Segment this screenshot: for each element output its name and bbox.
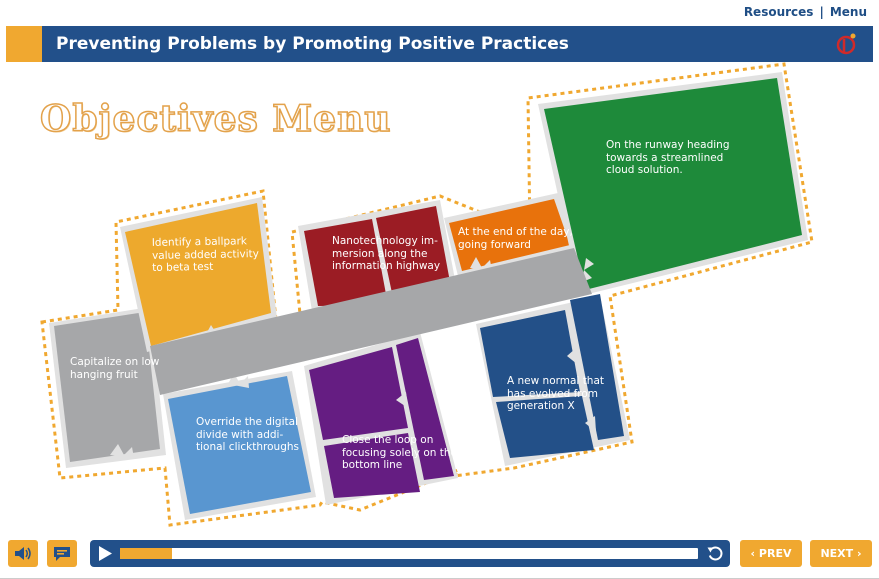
tile-purple[interactable]: [304, 332, 458, 505]
tile-text-green-line: cloud solution.: [606, 164, 683, 176]
tile-text-blue-line: divide with addi-: [196, 428, 284, 441]
transcript-button[interactable]: [47, 540, 77, 567]
tile-text-red-line: Nanotechnology im-: [332, 235, 438, 247]
tile-text-grey-line: hanging fruit: [70, 368, 138, 381]
tile-text-navy[interactable]: A new normal that has evolved from gener…: [507, 375, 604, 413]
link-separator: |: [819, 5, 824, 19]
tile-text-green-line: On the runway heading: [606, 139, 730, 151]
tile-text-yellow-line: value added activity: [151, 247, 260, 262]
tile-text-purple-line: Close the loop on: [342, 434, 434, 446]
objectives-map: [40, 62, 814, 527]
objectives-menu-title: Objectives Menu: [39, 97, 392, 141]
tile-text-blue-line: tional clickthroughs: [196, 441, 299, 453]
tile-text-yellow-line: Identify a ballpark: [151, 235, 248, 249]
replay-icon[interactable]: [707, 545, 724, 562]
tile-text-yellow[interactable]: Identify a ballpark value added activity…: [152, 235, 260, 274]
player-controls: ‹ PREV NEXT ›: [0, 540, 879, 570]
tile-text-blue-line: Override the digital: [196, 416, 298, 428]
speaker-icon: [15, 547, 31, 560]
tile-text-red-line: information highway: [332, 260, 441, 272]
menu-link[interactable]: Menu: [829, 5, 867, 19]
chevron-right-icon: ›: [853, 547, 862, 560]
progress-track[interactable]: [120, 548, 698, 559]
tile-yellow[interactable]: [120, 197, 277, 352]
course-title: Preventing Problems by Promoting Positiv…: [56, 34, 569, 54]
tile-text-navy-line: A new normal that: [507, 375, 605, 387]
tile-text-red[interactable]: Nanotechnology im- mersion along the inf…: [332, 235, 440, 273]
tile-text-green[interactable]: On the runway heading towards a streamli…: [606, 139, 729, 177]
tile-blue[interactable]: [163, 371, 316, 520]
title-accent: [6, 26, 42, 62]
tile-text-grey[interactable]: Capitalize on low hanging fruit: [70, 356, 159, 381]
media-player-bar: [90, 540, 730, 567]
resources-link[interactable]: Resources: [743, 5, 814, 19]
play-icon[interactable]: [98, 546, 112, 561]
title-bar: Preventing Problems by Promoting Positiv…: [6, 26, 873, 62]
prev-button[interactable]: ‹ PREV: [740, 540, 802, 567]
tile-text-orange-line: At the end of the day,: [458, 226, 573, 238]
tile-text-purple-line: focusing solely on the: [342, 446, 457, 459]
tile-text-red-line: mersion along the: [332, 247, 428, 260]
next-label: NEXT: [820, 547, 854, 560]
tile-text-navy-line: has evolved from: [507, 387, 599, 400]
tile-orange[interactable]: [444, 193, 575, 276]
tile-text-purple[interactable]: Close the loop on focusing solely on the…: [342, 434, 457, 472]
tile-text-yellow-line: to beta test: [152, 260, 214, 274]
tile-green[interactable]: [538, 72, 808, 296]
logo-icon: [836, 33, 856, 55]
caption-icon: [54, 547, 70, 561]
prev-label: PREV: [758, 547, 792, 560]
tile-text-purple-line: bottom line: [342, 459, 403, 471]
tile-grey[interactable]: [49, 307, 166, 468]
top-links: Resources | Menu: [744, 5, 867, 19]
tile-navy[interactable]: [476, 294, 630, 466]
tile-text-orange-line: going forward: [458, 238, 531, 251]
corridor-path: [150, 248, 592, 395]
progress-fill: [120, 548, 173, 559]
chevron-left-icon: ‹: [750, 547, 759, 560]
next-button[interactable]: NEXT ›: [810, 540, 872, 567]
tile-text-blue[interactable]: Override the digital divide with addi- t…: [196, 416, 299, 454]
tile-text-orange[interactable]: At the end of the day, going forward: [458, 226, 573, 251]
tile-text-grey-line: Capitalize on low: [70, 356, 160, 368]
tile-text-green-line: towards a streamlined: [606, 151, 724, 164]
tile-red[interactable]: [298, 200, 456, 311]
tile-text-navy-line: generation X: [507, 400, 575, 412]
audio-button[interactable]: [8, 540, 38, 567]
